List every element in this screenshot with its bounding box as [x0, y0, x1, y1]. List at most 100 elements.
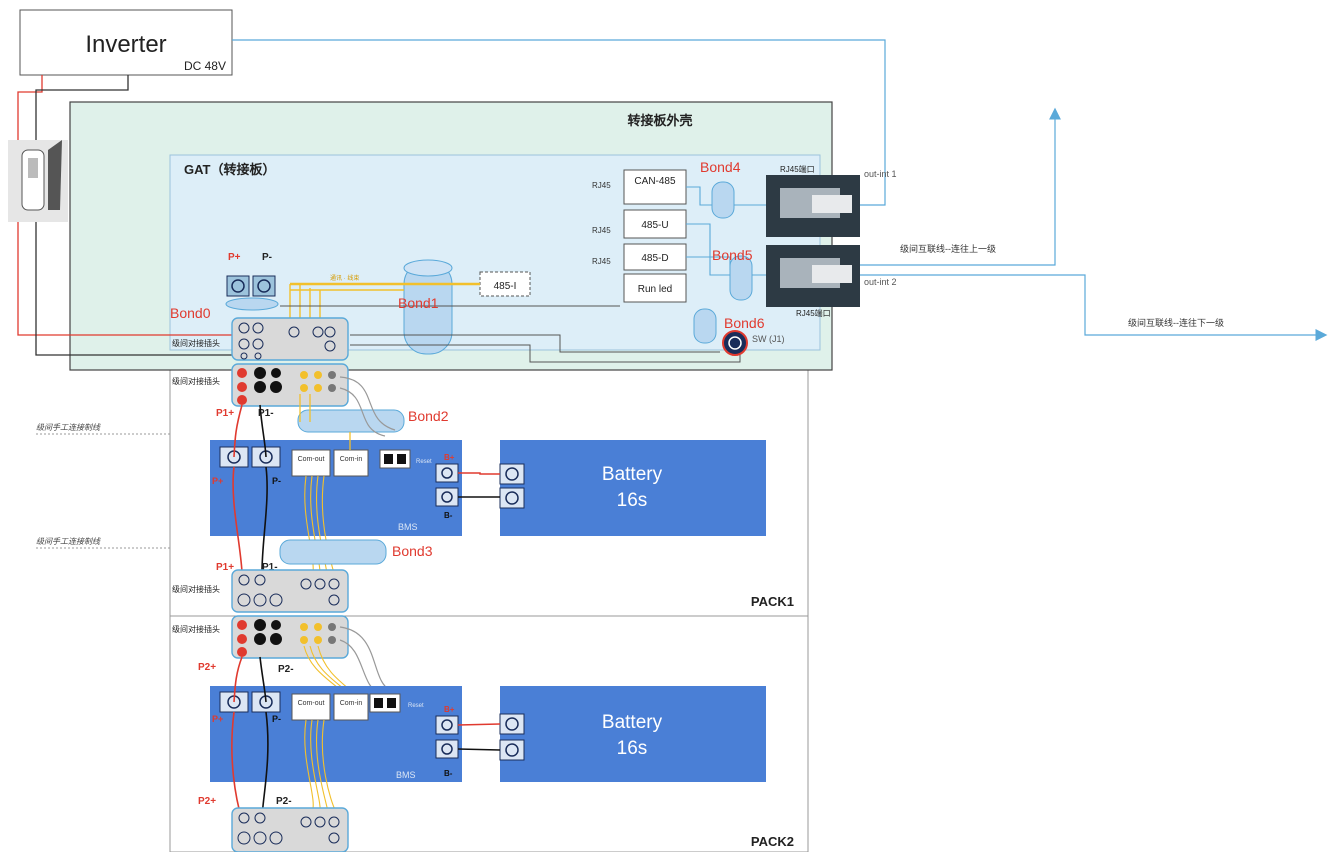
bond6-cylinder — [693, 308, 717, 344]
pack2-label: PACK2 — [751, 834, 794, 849]
p1-minus-label: P1- — [258, 408, 274, 419]
rj45-label: RJ45 — [592, 257, 611, 266]
pack2-b-plus-wire — [457, 723, 501, 726]
bms-p-plus: P+ — [212, 476, 223, 486]
sw-wire-1 — [350, 334, 720, 353]
pack1-top-plug — [231, 363, 349, 407]
inverter-comm-line — [232, 39, 886, 206]
gat-title: GAT（转接板） — [184, 162, 275, 177]
bms2-p-plus: P+ — [212, 714, 223, 724]
pack1-plug-label: 级间对接插头 — [172, 376, 220, 386]
p1-plus-label-2: P1+ — [216, 562, 234, 573]
signal-drop — [289, 284, 321, 330]
pack1-label: PACK1 — [751, 594, 794, 609]
out1-top-label: RJ45端口 — [780, 164, 815, 174]
rj45-label: RJ45 — [592, 226, 611, 235]
bond5-label: Bond5 — [712, 247, 753, 263]
bond3-label: Bond3 — [392, 543, 433, 559]
pack2-battery: Battery 16s — [499, 686, 766, 782]
rj45-label: RJ45 — [592, 181, 611, 190]
bms-label: BMS — [396, 770, 416, 780]
pack1-pos-wire — [232, 404, 243, 573]
rj45-connector-1: RJ45端口 out-int 1 — [766, 164, 897, 237]
rj45-port-485u[interactable]: RJ45 485-U — [592, 209, 687, 239]
bms-p-minus: P- — [272, 476, 281, 486]
downlink-label: 级间互联线--连往下一级 — [1128, 317, 1224, 328]
bond4-cylinder — [711, 181, 735, 219]
bond2-cylinder — [297, 409, 405, 433]
gat-plug — [231, 317, 349, 361]
rj45-port-can485[interactable]: RJ45 CAN-485 — [592, 169, 687, 205]
bms-label: BMS — [398, 522, 418, 532]
p1-plus-label: P1+ — [216, 408, 234, 419]
com-in-label: Com-in — [340, 700, 363, 707]
bond5-cylinder — [729, 255, 753, 301]
bond4-label: Bond4 — [700, 159, 741, 175]
com-out-label: Com-out — [298, 700, 325, 707]
pack1-bms: Com-out Com-in Reset B+ B- BMS — [210, 440, 462, 536]
manual-wire-label-1: 级间手工连接制线 — [36, 423, 101, 432]
battery2-cells: 16s — [617, 738, 648, 759]
port-485i-label: 485-I — [494, 281, 517, 292]
battery2-label: Battery — [602, 712, 663, 733]
pack1-grey-signal — [339, 376, 396, 437]
port-label: 485-U — [641, 220, 668, 231]
sw-button[interactable]: SW (J1) — [722, 330, 785, 356]
b-minus-label: B- — [444, 511, 453, 520]
pack2-plug-label: 级间对接插头 — [172, 624, 220, 634]
out1-label: out-int 1 — [864, 169, 897, 179]
gat-p-minus-label: P- — [262, 252, 272, 263]
p2-minus-label: P2- — [278, 664, 294, 675]
p1-minus-label-2: P1- — [262, 562, 278, 573]
bond1-label: Bond1 — [398, 295, 439, 311]
inverter-voltage: DC 48V — [184, 59, 226, 73]
pack1-b-plus-wire — [458, 472, 500, 475]
pack2-top-plug — [231, 615, 349, 659]
downlink-line — [860, 274, 1328, 341]
enclosure-title: 转接板外壳 — [627, 113, 692, 128]
gat-plug-label: 级间对接插头 — [172, 338, 220, 348]
sw-wire-2 — [350, 344, 741, 363]
inverter-pos-wire — [17, 75, 240, 336]
inverter-neg-wire — [35, 75, 245, 356]
bond3-cylinder — [279, 539, 387, 565]
pack1-signal-bottom — [304, 475, 337, 581]
run-led-label: Run led — [638, 284, 672, 295]
bond2-label: Bond2 — [408, 408, 449, 424]
gat-p-plus-label: P+ — [228, 252, 241, 263]
sw-label: SW (J1) — [752, 334, 785, 344]
inverter-title: Inverter — [85, 31, 166, 58]
port-485i: 485-I — [479, 271, 531, 297]
bms2-p-minus: P- — [272, 714, 281, 724]
com-out-label: Com-out — [298, 456, 325, 463]
pack1-bottom-plug — [231, 569, 349, 613]
reset-label: Reset — [416, 459, 432, 465]
com-in-label: Com-in — [340, 456, 363, 463]
pack2-signal-bottom — [304, 719, 337, 813]
pack2-bms: Com-out Com-in Reset B+ B- BMS — [210, 686, 462, 782]
manual-wire-label-2: 级间手工连接制线 — [36, 537, 101, 546]
breaker-icon — [8, 140, 68, 222]
p2-plus-label: P2+ — [198, 662, 216, 673]
inverter-box: Inverter DC 48V — [19, 9, 233, 76]
port-label: CAN-485 — [634, 176, 676, 187]
pack2-bottom-plug — [231, 807, 349, 852]
uplink-line — [860, 107, 1061, 266]
p2-minus-label-2: P2- — [276, 796, 292, 807]
rj45-port-485d[interactable]: RJ45 485-D — [592, 243, 687, 271]
bond0-label: Bond0 — [170, 305, 211, 321]
rj45-connector-2: RJ45端口 out-int 2 — [766, 245, 897, 318]
bond6-label: Bond6 — [724, 315, 765, 331]
out2-bottom-label: RJ45端口 — [796, 308, 831, 318]
port-label: 485-D — [641, 253, 668, 264]
uplink-label: 级间互联线--连往上一级 — [900, 243, 996, 254]
out2-label: out-int 2 — [864, 277, 897, 287]
signal-wire-label: 通讯 · 线束 — [330, 274, 359, 282]
gat-terminals — [225, 275, 279, 311]
pack1-bottom-plug-label: 级间对接插头 — [172, 584, 220, 594]
run-led: Run led — [623, 273, 687, 303]
battery-cells: 16s — [617, 490, 648, 511]
pack1-neg-wire — [259, 404, 268, 573]
